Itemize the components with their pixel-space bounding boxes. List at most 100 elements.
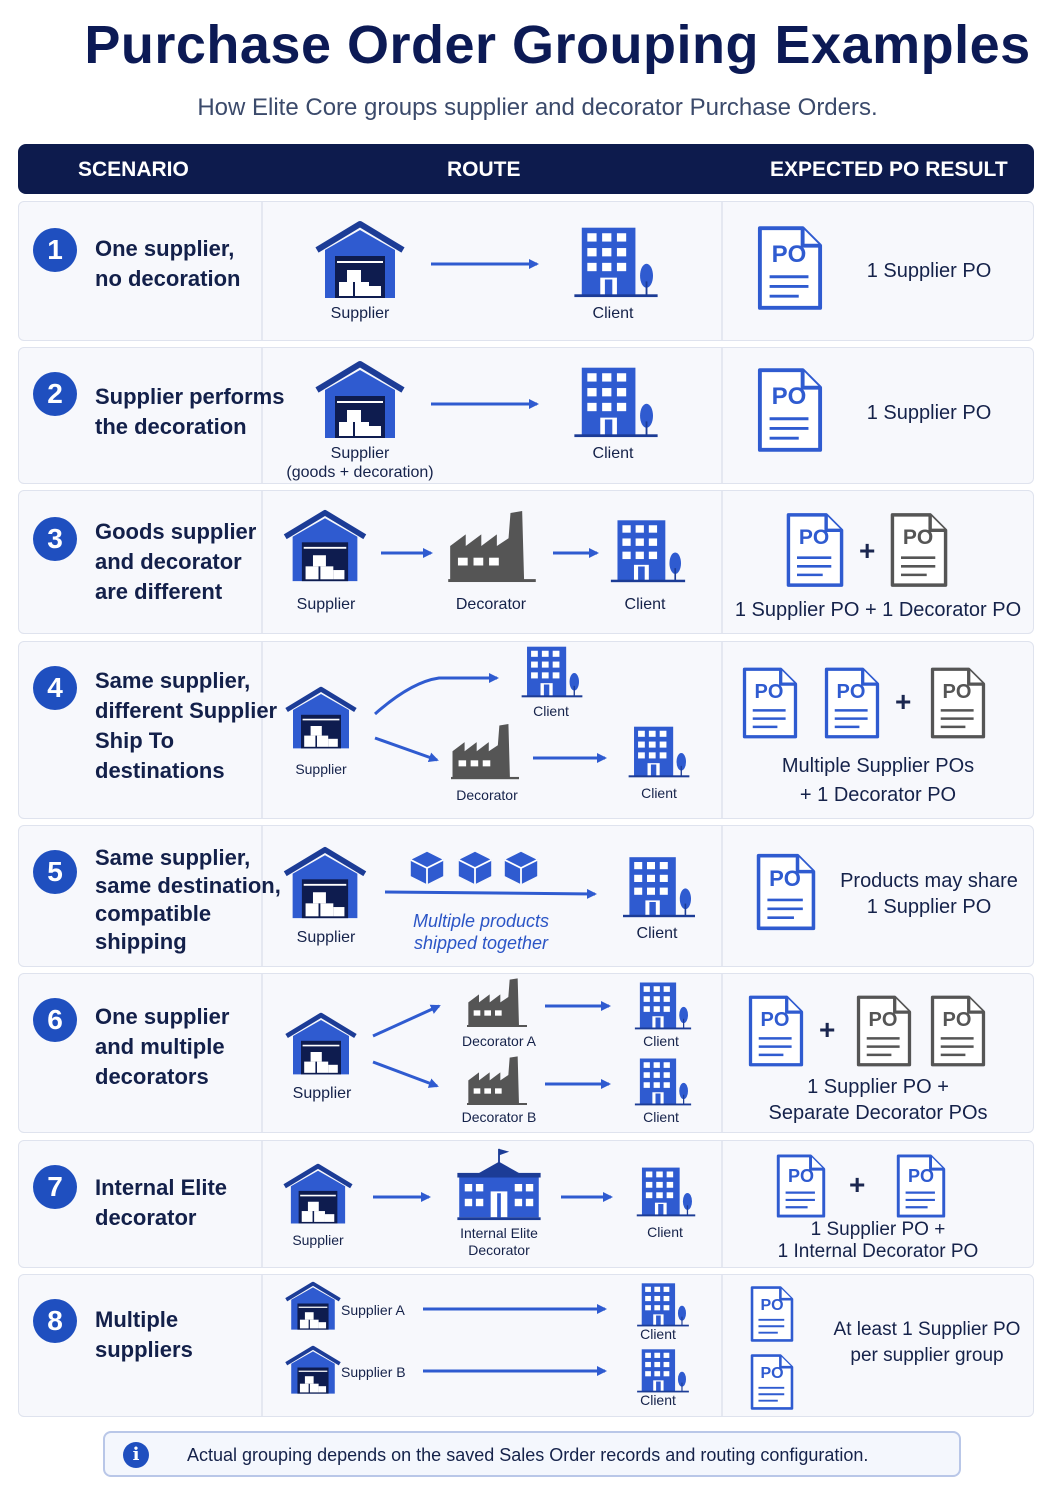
po-result: At least 1 Supplier PO per supplier grou… <box>833 1319 1021 1366</box>
scenario-row-8: 8 Multiple suppliers Supplier A Supplier… <box>18 1274 1034 1417</box>
building-icon <box>617 854 701 918</box>
route-label: Client <box>636 925 678 942</box>
svg-text:PO: PO <box>772 383 807 410</box>
svg-text:PO: PO <box>869 1009 898 1031</box>
factory-icon <box>467 978 527 1028</box>
po-result: Products may share 1 Supplier PO <box>840 870 1018 918</box>
scenario-number: 4 <box>33 666 77 710</box>
page-title: Purchase Order Grouping Examples <box>84 15 1031 75</box>
arrow-icon <box>381 548 599 558</box>
scenario-row-2: 2 Supplier performs the decoration Suppl… <box>18 347 1034 484</box>
route-label: Supplier <box>296 596 356 613</box>
route-label: Decorator B <box>461 1109 537 1125</box>
scenario-row-4: 4 Same supplier, different Supplier Ship… <box>18 641 1034 819</box>
scenario-description: Same supplier, different Supplier Ship T… <box>95 668 278 783</box>
route-label: Client <box>533 703 569 719</box>
building-icon <box>635 1281 691 1327</box>
page-subtitle: How Elite Core groups supplier and decor… <box>197 94 878 121</box>
document-icon: PO <box>823 666 881 740</box>
route-label: Supplier B <box>341 1364 406 1380</box>
scenario-description: Same supplier, same destination, compati… <box>95 845 281 954</box>
document-icon: PO <box>775 1153 827 1219</box>
scenario-description: Internal Elite decorator <box>95 1175 228 1230</box>
route-label: Client <box>647 1224 683 1240</box>
column-header-result: EXPECTED PO RESULT <box>770 158 1008 181</box>
arrow-icon <box>431 399 539 409</box>
route-label: Decorator A <box>462 1033 536 1049</box>
svg-text:PO: PO <box>903 526 933 549</box>
scenario-number: 5 <box>33 850 77 894</box>
document-icon: PO <box>895 1153 947 1219</box>
arrow-icon <box>374 673 607 763</box>
svg-text:PO: PO <box>788 1166 814 1186</box>
table-header: SCENARIO ROUTE EXPECTED PO RESULT <box>18 144 1034 194</box>
route-label: Client <box>640 1392 676 1408</box>
svg-text:PO: PO <box>760 1365 783 1382</box>
column-header-scenario: SCENARIO <box>78 158 189 181</box>
building-icon <box>607 517 689 583</box>
route-label: Client <box>641 785 677 801</box>
route-label: Client <box>592 445 634 462</box>
arrow-icon <box>373 1192 613 1202</box>
document-icon: PO <box>889 511 949 589</box>
svg-text:PO: PO <box>943 681 972 703</box>
document-icon: PO <box>755 852 817 932</box>
route-label: Supplier <box>330 305 390 322</box>
building-icon <box>631 980 695 1030</box>
scenario-row-1: 1 One supplier, no decoration Supplier C… <box>18 201 1034 341</box>
route-label: Supplier <box>295 761 347 777</box>
svg-text:PO: PO <box>908 1166 934 1186</box>
building-icon <box>633 1165 699 1217</box>
po-result: 1 Supplier PO + 1 Decorator PO <box>734 599 1022 621</box>
scenario-number: 2 <box>33 372 77 416</box>
route-label: Client <box>643 1033 679 1049</box>
scenario-number: 8 <box>33 1299 77 1343</box>
scenario-row-3: 3 Goods supplier and decorator are diffe… <box>18 490 1034 634</box>
scenario-number: 1 <box>33 228 77 272</box>
po-result: 1 Supplier PO + Separate Decorator POs <box>768 1076 988 1124</box>
scenario-description: One supplier, no decoration <box>95 236 241 291</box>
factory-icon <box>451 724 519 780</box>
document-icon: PO <box>749 1353 795 1411</box>
document-icon: PO <box>749 1285 795 1343</box>
svg-text:PO: PO <box>799 526 829 549</box>
footer-note-text: Actual grouping depends on the saved Sal… <box>187 1445 869 1465</box>
po-result: Multiple Supplier POs + 1 Decorator PO <box>781 755 975 806</box>
route-label: Internal Elite Decorator <box>460 1225 538 1258</box>
route-label: Supplier A <box>341 1302 405 1318</box>
document-icon: PO <box>741 666 799 740</box>
arrow-icon <box>431 259 539 269</box>
po-result: 1 Supplier PO <box>866 260 992 282</box>
route-label: Supplier <box>296 929 356 946</box>
arrow-icon <box>423 1304 607 1376</box>
document-icon: PO <box>756 224 824 312</box>
building-icon <box>519 644 585 698</box>
scenario-description: Multiple suppliers <box>95 1307 193 1362</box>
route-label: Decorator <box>456 787 518 803</box>
plus-sign: + <box>819 1014 836 1045</box>
scenario-number: 6 <box>33 998 77 1042</box>
scenario-row-5: 5 Same supplier, same destination, compa… <box>18 825 1034 967</box>
route-label: Supplier <box>292 1085 352 1102</box>
building-icon <box>625 724 693 778</box>
route-label: Client <box>643 1109 679 1125</box>
route-label: Client <box>624 596 666 613</box>
scenario-number: 3 <box>33 517 77 561</box>
plus-sign: + <box>859 535 876 566</box>
svg-text:PO: PO <box>761 1009 790 1031</box>
elite-building-icon <box>455 1147 543 1221</box>
route-label: Decorator <box>455 596 527 613</box>
svg-text:PO: PO <box>943 1009 972 1031</box>
scenario-row-6: 6 One supplier and multiple decorators S… <box>18 973 1034 1133</box>
footer-note: i Actual grouping depends on the saved S… <box>103 1431 961 1477</box>
svg-text:PO: PO <box>837 681 866 703</box>
document-icon: PO <box>929 666 987 740</box>
document-icon: PO <box>785 511 845 589</box>
building-icon <box>571 224 661 298</box>
svg-text:PO: PO <box>760 1297 783 1314</box>
route-label: Supplier <box>292 1232 344 1248</box>
route-note: Multiple products shipped together <box>412 911 550 953</box>
scenario-number: 7 <box>33 1165 77 1209</box>
document-icon: PO <box>756 366 824 454</box>
plus-sign: + <box>849 1169 866 1200</box>
